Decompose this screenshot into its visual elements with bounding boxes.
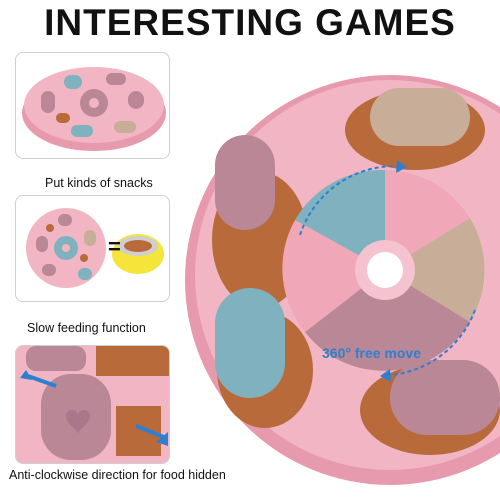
panel-slow-feeding: = <box>15 195 170 302</box>
panel-snacks <box>15 52 170 159</box>
main-feeder-image <box>185 75 500 485</box>
slow-feeding-image <box>26 208 164 288</box>
page-title: INTERESTING GAMES <box>44 2 456 43</box>
caption-anticlockwise: Anti-clockwise direction for food hidden <box>9 468 226 482</box>
panel-anticlockwise <box>15 345 170 464</box>
free-move-label: 360° free move <box>322 345 421 361</box>
feeder-image-top <box>22 67 166 151</box>
caption-snacks: Put kinds of snacks <box>45 176 153 190</box>
equals-sign: = <box>108 234 121 259</box>
caption-slow-feeding: Slow feeding function <box>27 321 146 335</box>
anticlockwise-image <box>16 346 169 463</box>
